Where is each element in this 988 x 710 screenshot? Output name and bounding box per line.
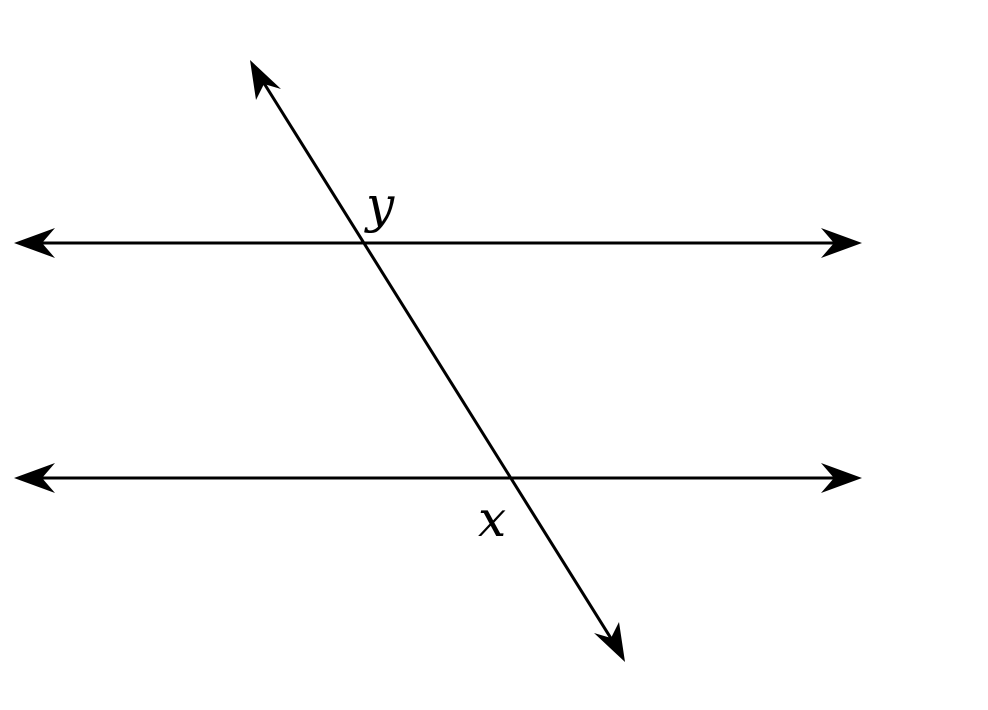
upper-parallel-line [14,228,862,258]
angle-label-x: x [478,490,506,548]
transversal-top-arrow-icon [250,60,281,100]
lower-parallel-line [14,463,862,493]
upper-line-right-arrow-icon [821,228,862,258]
angle-label-y: y [364,176,395,234]
transversal-line [250,60,625,662]
upper-line-left-arrow-icon [14,228,55,258]
transversal-bottom-arrow-icon [594,622,625,662]
lower-line-right-arrow-icon [821,463,862,493]
transversal-segment [260,79,614,641]
lower-line-left-arrow-icon [14,463,55,493]
